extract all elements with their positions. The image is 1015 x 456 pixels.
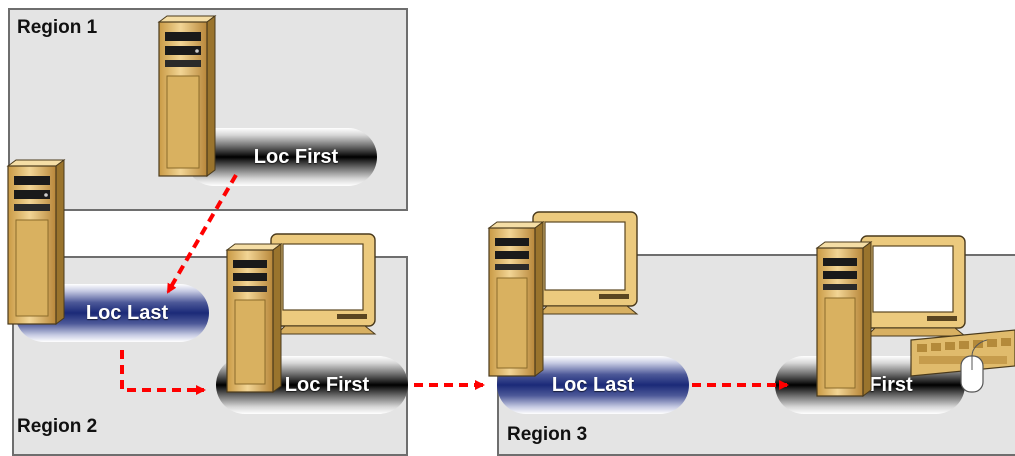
desktop-computer-icon (225, 228, 380, 393)
desktop-computer-icon (487, 206, 642, 378)
node-label: Loc First (253, 145, 339, 168)
mouse-icon (960, 339, 988, 393)
node-label: Loc Last (551, 373, 635, 396)
node-label: Loc Last (85, 301, 169, 324)
node-loc-first-region-2[interactable]: Loc First (216, 356, 408, 414)
tower-server-icon (157, 15, 217, 178)
region-1-label: Region 1 (17, 17, 98, 38)
node-label: Loc First (284, 373, 370, 396)
workstation-icon (815, 230, 1015, 398)
tower-server-icon (6, 159, 66, 326)
region-2-label: Region 2 (17, 416, 98, 437)
node-label: First (869, 373, 913, 396)
region-3-label: Region 3 (507, 424, 588, 445)
